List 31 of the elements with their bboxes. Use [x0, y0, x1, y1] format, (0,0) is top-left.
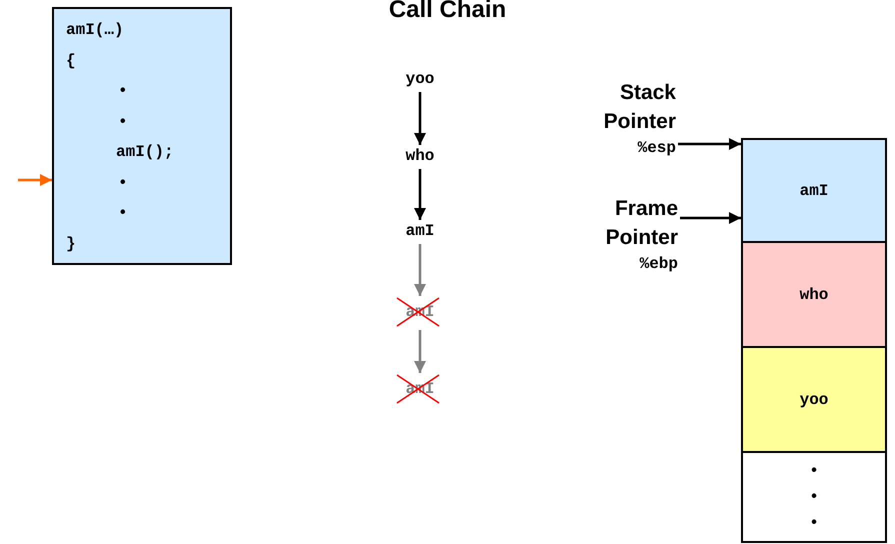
code-line: •: [118, 174, 128, 192]
arrow: [414, 92, 426, 145]
code-line: amI();: [116, 143, 174, 161]
stack-frame: [741, 243, 887, 348]
pointer-text: Frame Pointer: [606, 197, 678, 249]
function-name: yoo: [406, 70, 434, 88]
arrow: [18, 174, 52, 186]
arrow: [678, 138, 741, 150]
function-name: who: [406, 147, 434, 165]
code-line: •: [118, 204, 128, 222]
stack-frame: [741, 453, 887, 543]
arrow: [414, 244, 426, 296]
code-box: [52, 7, 232, 265]
code-line: }: [66, 234, 76, 252]
arrow: [414, 169, 426, 220]
register-text: %ebp: [640, 255, 678, 273]
stack-frame: [741, 348, 887, 453]
ellipsis-dots: • • •: [809, 461, 819, 534]
frame-label: yoo: [800, 390, 828, 408]
function-name: amI: [406, 222, 434, 240]
code-line: amI(…): [66, 21, 124, 39]
stack-frame: [741, 138, 887, 243]
frame-label: amI: [800, 182, 828, 200]
code-line: •: [118, 82, 128, 100]
code-line: {: [66, 52, 76, 70]
code-line: •: [118, 112, 128, 130]
frame-label: who: [800, 286, 828, 304]
arrow: [414, 330, 426, 373]
register-text: %esp: [638, 139, 676, 157]
pointer-text: Stack Pointer: [604, 81, 676, 133]
arrow: [680, 212, 741, 224]
